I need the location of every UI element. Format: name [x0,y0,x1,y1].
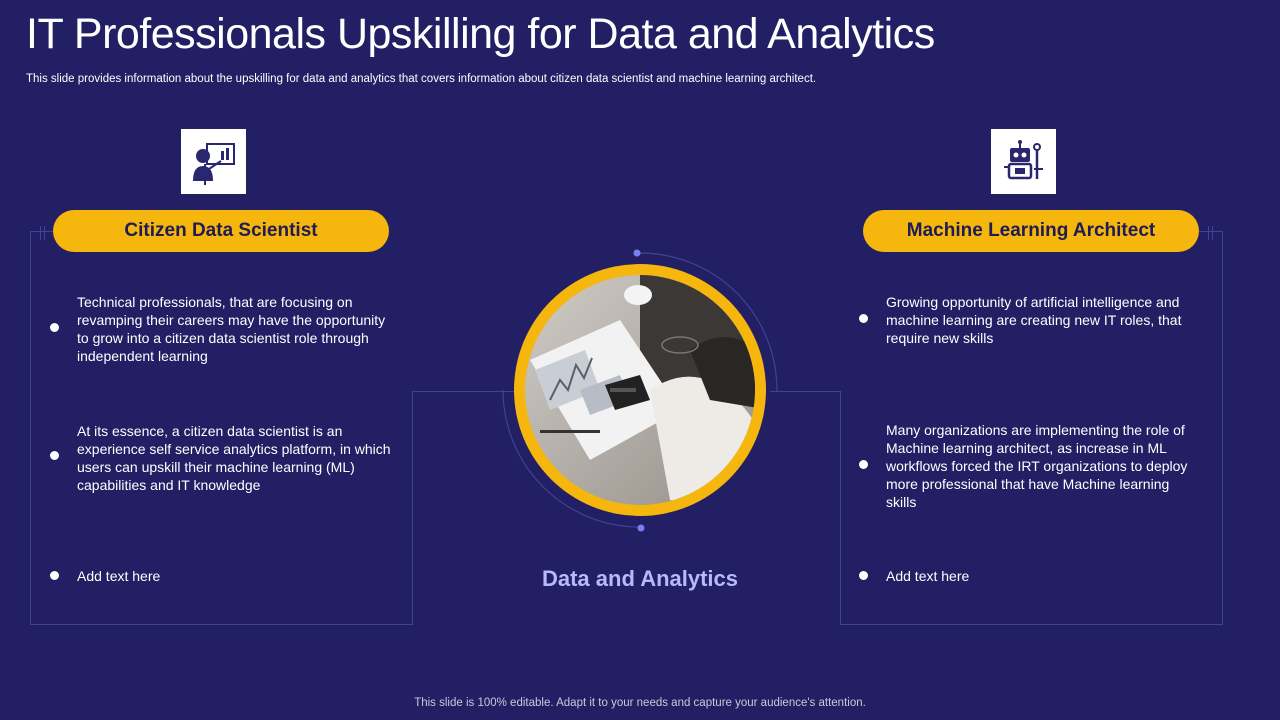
right-frame-bottom-edge [840,624,1223,625]
left-bullet-1: Technical professionals, that are focusi… [77,294,386,364]
slide-title: IT Professionals Upskilling for Data and… [26,10,935,58]
left-frame-bottom-edge [30,624,413,625]
right-frame-tick-a [1208,226,1209,240]
right-bullet-1: Growing opportunity of artificial intell… [886,294,1182,346]
right-frame-connector [770,391,841,392]
left-bullet-3: Add text here [77,568,161,584]
business-analytics-desk-photo [525,275,755,505]
bullet-dot [50,323,59,332]
citizen-data-scientist-heading: Citizen Data Scientist [53,210,389,252]
left-frame-top-tick [30,231,54,232]
left-frame-connector [412,391,517,392]
orbit-arc [502,389,641,528]
robot-icon [991,129,1056,194]
right-bullet-2: Many organizations are implementing the … [886,422,1188,510]
left-frame-tick-b [44,226,45,240]
presenter-chart-icon [181,129,246,194]
orbit-arc [639,252,778,391]
right-frame-top-tick [1199,231,1223,232]
machine-learning-architect-heading: Machine Learning Architect [863,210,1199,252]
bullet-dot [50,451,59,460]
left-frame-right-edge [412,391,413,625]
slide-subtitle: This slide provides information about th… [26,73,817,85]
right-frame-right-edge [1222,231,1223,625]
right-frame-tick-b [1212,226,1213,240]
center-label: Data and Analytics [541,566,739,591]
bullet-dot [859,571,868,580]
right-bullet-3: Add text here [886,568,970,584]
bullet-dot [50,571,59,580]
orbit-dot [633,249,641,257]
left-frame-left-edge [30,231,31,625]
bullet-dot [859,460,868,469]
right-frame-left-edge [840,391,841,625]
footer-note: This slide is 100% editable. Adapt it to… [414,697,866,709]
center-graphic [502,249,778,532]
bullet-dot [859,314,868,323]
orbit-dot [637,524,645,532]
left-frame-tick-a [40,226,41,240]
left-bullet-2: At its essence, a citizen data scientist… [77,423,391,493]
